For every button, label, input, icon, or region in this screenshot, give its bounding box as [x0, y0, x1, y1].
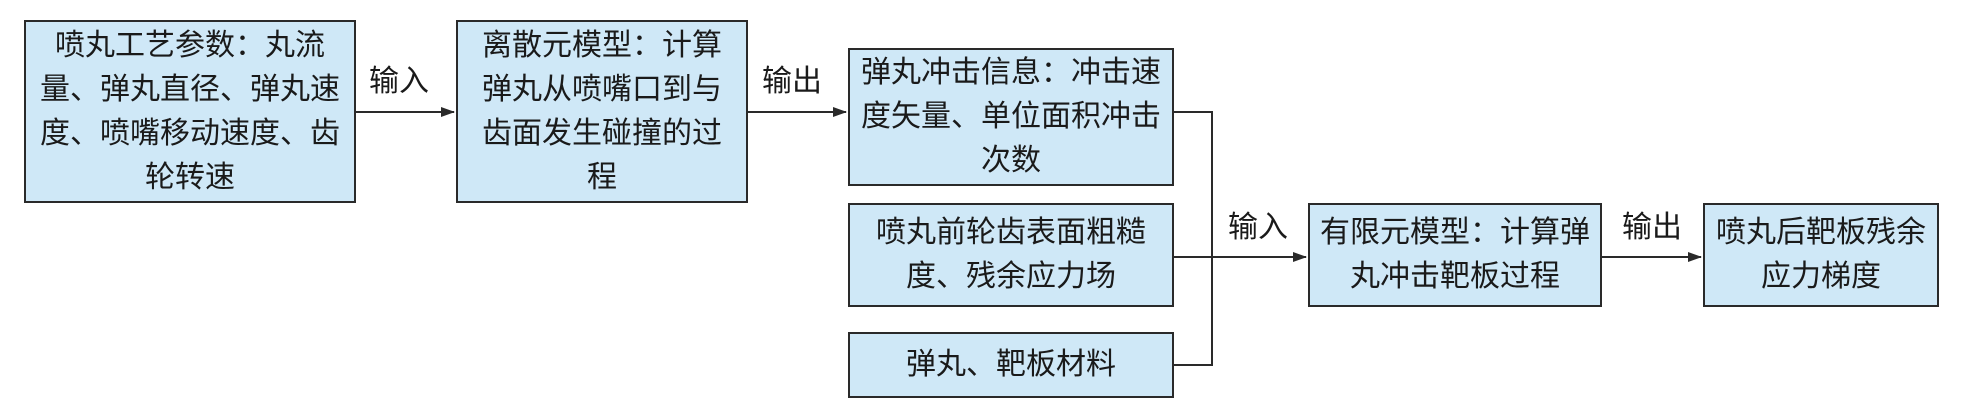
node-materials-text: 弹丸、靶板材料 [906, 347, 1116, 382]
node-residual-stress-result-text: 喷丸后靶板残余应力梯度 [1716, 215, 1926, 294]
edge-label-input-1: 输入 [369, 64, 429, 99]
edge-label-input-2: 输入 [1228, 210, 1288, 245]
node-dem-model: 离散元模型：计算弹丸从喷嘴口到与齿面发生碰撞的过程 [456, 20, 748, 203]
node-surface-condition: 喷丸前轮齿表面粗糙度、残余应力场 [848, 203, 1174, 307]
node-fem-model-text: 有限元模型：计算弹丸冲击靶板过程 [1320, 215, 1590, 294]
node-dem-model-text: 离散元模型：计算弹丸从喷嘴口到与齿面发生碰撞的过程 [482, 27, 722, 195]
node-shot-peening-params: 喷丸工艺参数：丸流量、弹丸直径、弹丸速度、喷嘴移动速度、齿轮转速 [24, 20, 356, 203]
node-residual-stress-result: 喷丸后靶板残余应力梯度 [1703, 203, 1939, 307]
edge-label-output-1: 输出 [762, 64, 822, 99]
node-impact-info-text: 弹丸冲击信息：冲击速度矢量、单位面积冲击次数 [861, 55, 1161, 178]
node-fem-model: 有限元模型：计算弹丸冲击靶板过程 [1308, 203, 1602, 307]
node-materials: 弹丸、靶板材料 [848, 332, 1174, 398]
node-impact-info: 弹丸冲击信息：冲击速度矢量、单位面积冲击次数 [848, 48, 1174, 186]
node-shot-peening-params-text: 喷丸工艺参数：丸流量、弹丸直径、弹丸速度、喷嘴移动速度、齿轮转速 [40, 27, 340, 195]
node-surface-condition-text: 喷丸前轮齿表面粗糙度、残余应力场 [876, 215, 1146, 294]
line-impact-to-bus [1174, 111, 1213, 366]
edge-label-output-2: 输出 [1622, 210, 1682, 245]
